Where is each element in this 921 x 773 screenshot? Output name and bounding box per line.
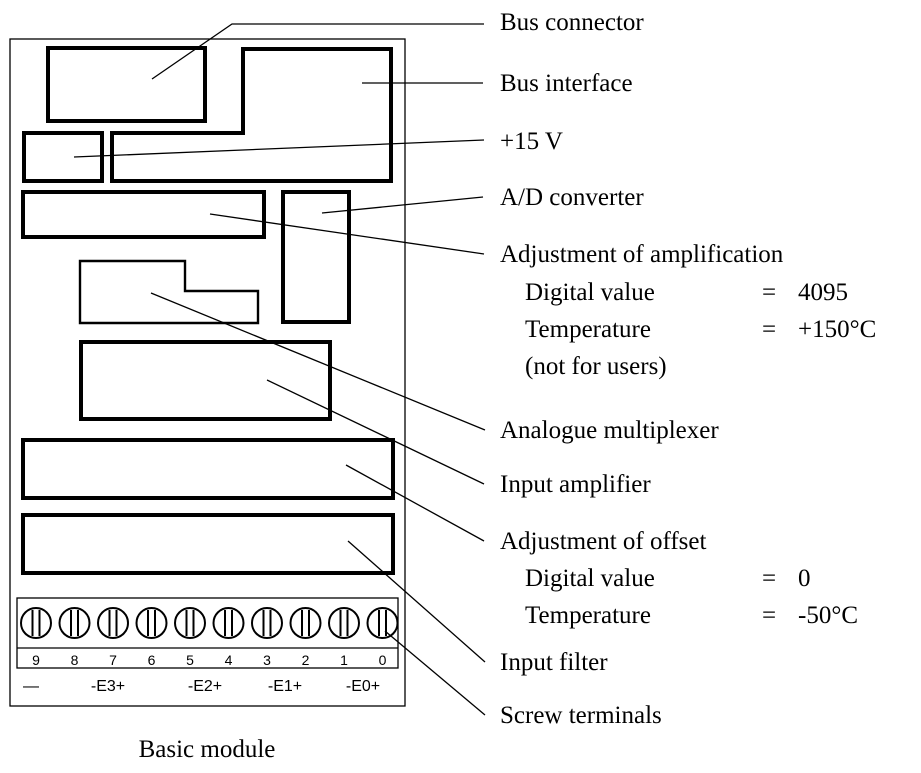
- screw-head-icon: [174, 607, 206, 639]
- screw-head-icon: [97, 607, 129, 639]
- off-digital-label: Digital value: [525, 565, 655, 592]
- leader-input-filter: [347, 540, 486, 663]
- terminal-number: 8: [71, 652, 79, 668]
- adjustment-offset-block: [21, 438, 395, 500]
- terminal-number: 4: [225, 652, 233, 668]
- leader-adjustment-amplification: [209, 213, 485, 255]
- adjustment-amplification-block: [21, 190, 266, 239]
- label-bus-connector: Bus connector: [500, 9, 644, 36]
- screw-terminal: [212, 607, 245, 639]
- analogue-multiplexer-block: [78, 259, 260, 325]
- label-input-amplifier: Input amplifier: [500, 471, 651, 498]
- label-ad-converter: A/D converter: [500, 184, 644, 211]
- leader-analogue-multiplexer: [150, 292, 486, 431]
- amp-digital-eq: =: [762, 279, 776, 306]
- screw-terminal: [251, 607, 283, 639]
- screw-terminal: [97, 607, 129, 639]
- terminal-number: 5: [186, 652, 194, 668]
- label-bus-interface: Bus interface: [500, 70, 633, 97]
- terminal-number: 3: [263, 652, 271, 668]
- label-input-filter: Input filter: [500, 649, 608, 676]
- label-plus15v: +15 V: [500, 128, 563, 155]
- off-digital-value: 0: [798, 565, 811, 592]
- leader-ad-converter: [321, 196, 484, 214]
- terminal-number: 2: [302, 652, 310, 668]
- off-temp-eq: =: [762, 602, 776, 629]
- label-screw-terminals: Screw terminals: [500, 702, 662, 729]
- amp-temp-value: +150°C: [798, 316, 876, 343]
- terminal-group-label: -E2+: [188, 678, 222, 695]
- label-adjustment-offset: Adjustment of offset: [500, 528, 707, 555]
- screw-terminal: [366, 607, 399, 639]
- off-temp-value: -50°C: [798, 602, 858, 629]
- terminal-group-label: -E3+: [91, 678, 125, 695]
- screw-head-icon: [366, 607, 399, 639]
- leader-adjustment-offset: [345, 464, 485, 542]
- leader-input-amplifier: [266, 379, 485, 485]
- bus-connector-block: [46, 46, 207, 123]
- input-amplifier-block: [79, 340, 332, 421]
- bus-interface-block: [110, 47, 393, 183]
- terminal-number: 9: [32, 652, 40, 668]
- screw-terminal: [58, 607, 91, 639]
- screw-head-icon: [289, 607, 322, 639]
- off-digital-eq: =: [762, 565, 776, 592]
- label-analogue-multiplexer: Analogue multiplexer: [500, 417, 719, 444]
- leader-screw-terminals: [384, 630, 486, 716]
- label-adjustment-amplification: Adjustment of amplification: [500, 241, 784, 268]
- ad-converter-block: [281, 190, 351, 324]
- screw-head-icon: [135, 607, 168, 639]
- screw-head-icon: [212, 607, 245, 639]
- terminal-group-label: —: [23, 678, 39, 695]
- amp-digital-value: 4095: [798, 279, 848, 306]
- screw-terminal: [174, 607, 206, 639]
- screw-terminal: [20, 607, 52, 639]
- off-temp-label: Temperature: [525, 602, 651, 629]
- leader-plus15v: [73, 139, 485, 158]
- module-outline: [9, 38, 406, 707]
- terminal-number: 7: [109, 652, 117, 668]
- amp-temp-eq: =: [762, 316, 776, 343]
- input-filter-block: [21, 513, 395, 575]
- screw-head-icon: [251, 607, 283, 639]
- amp-digital-label: Digital value: [525, 279, 655, 306]
- screw-terminal: [289, 607, 322, 639]
- plus15v-block: [22, 131, 104, 183]
- caption-basic-module: Basic module: [139, 736, 276, 763]
- screw-head-icon: [328, 607, 360, 639]
- terminal-strip-outline: [16, 597, 399, 669]
- screw-terminal-strip: 9 8 7 6 5 4 3 2 1 0 — -E3+ -E2+ -E1+ -E0+: [16, 597, 399, 695]
- terminal-number: 1: [340, 652, 348, 668]
- terminal-group-label: -E1+: [268, 678, 302, 695]
- terminal-number: 6: [148, 652, 156, 668]
- screw-head-icon: [20, 607, 52, 639]
- amp-note: (not for users): [525, 353, 667, 380]
- screw-terminal: [135, 607, 168, 639]
- screw-terminal: [328, 607, 360, 639]
- screw-head-icon: [58, 607, 91, 639]
- terminal-group-label: -E0+: [346, 678, 380, 695]
- amp-temp-label: Temperature: [525, 316, 651, 343]
- leader-bus-connector: [151, 23, 484, 80]
- terminal-number: 0: [379, 652, 387, 668]
